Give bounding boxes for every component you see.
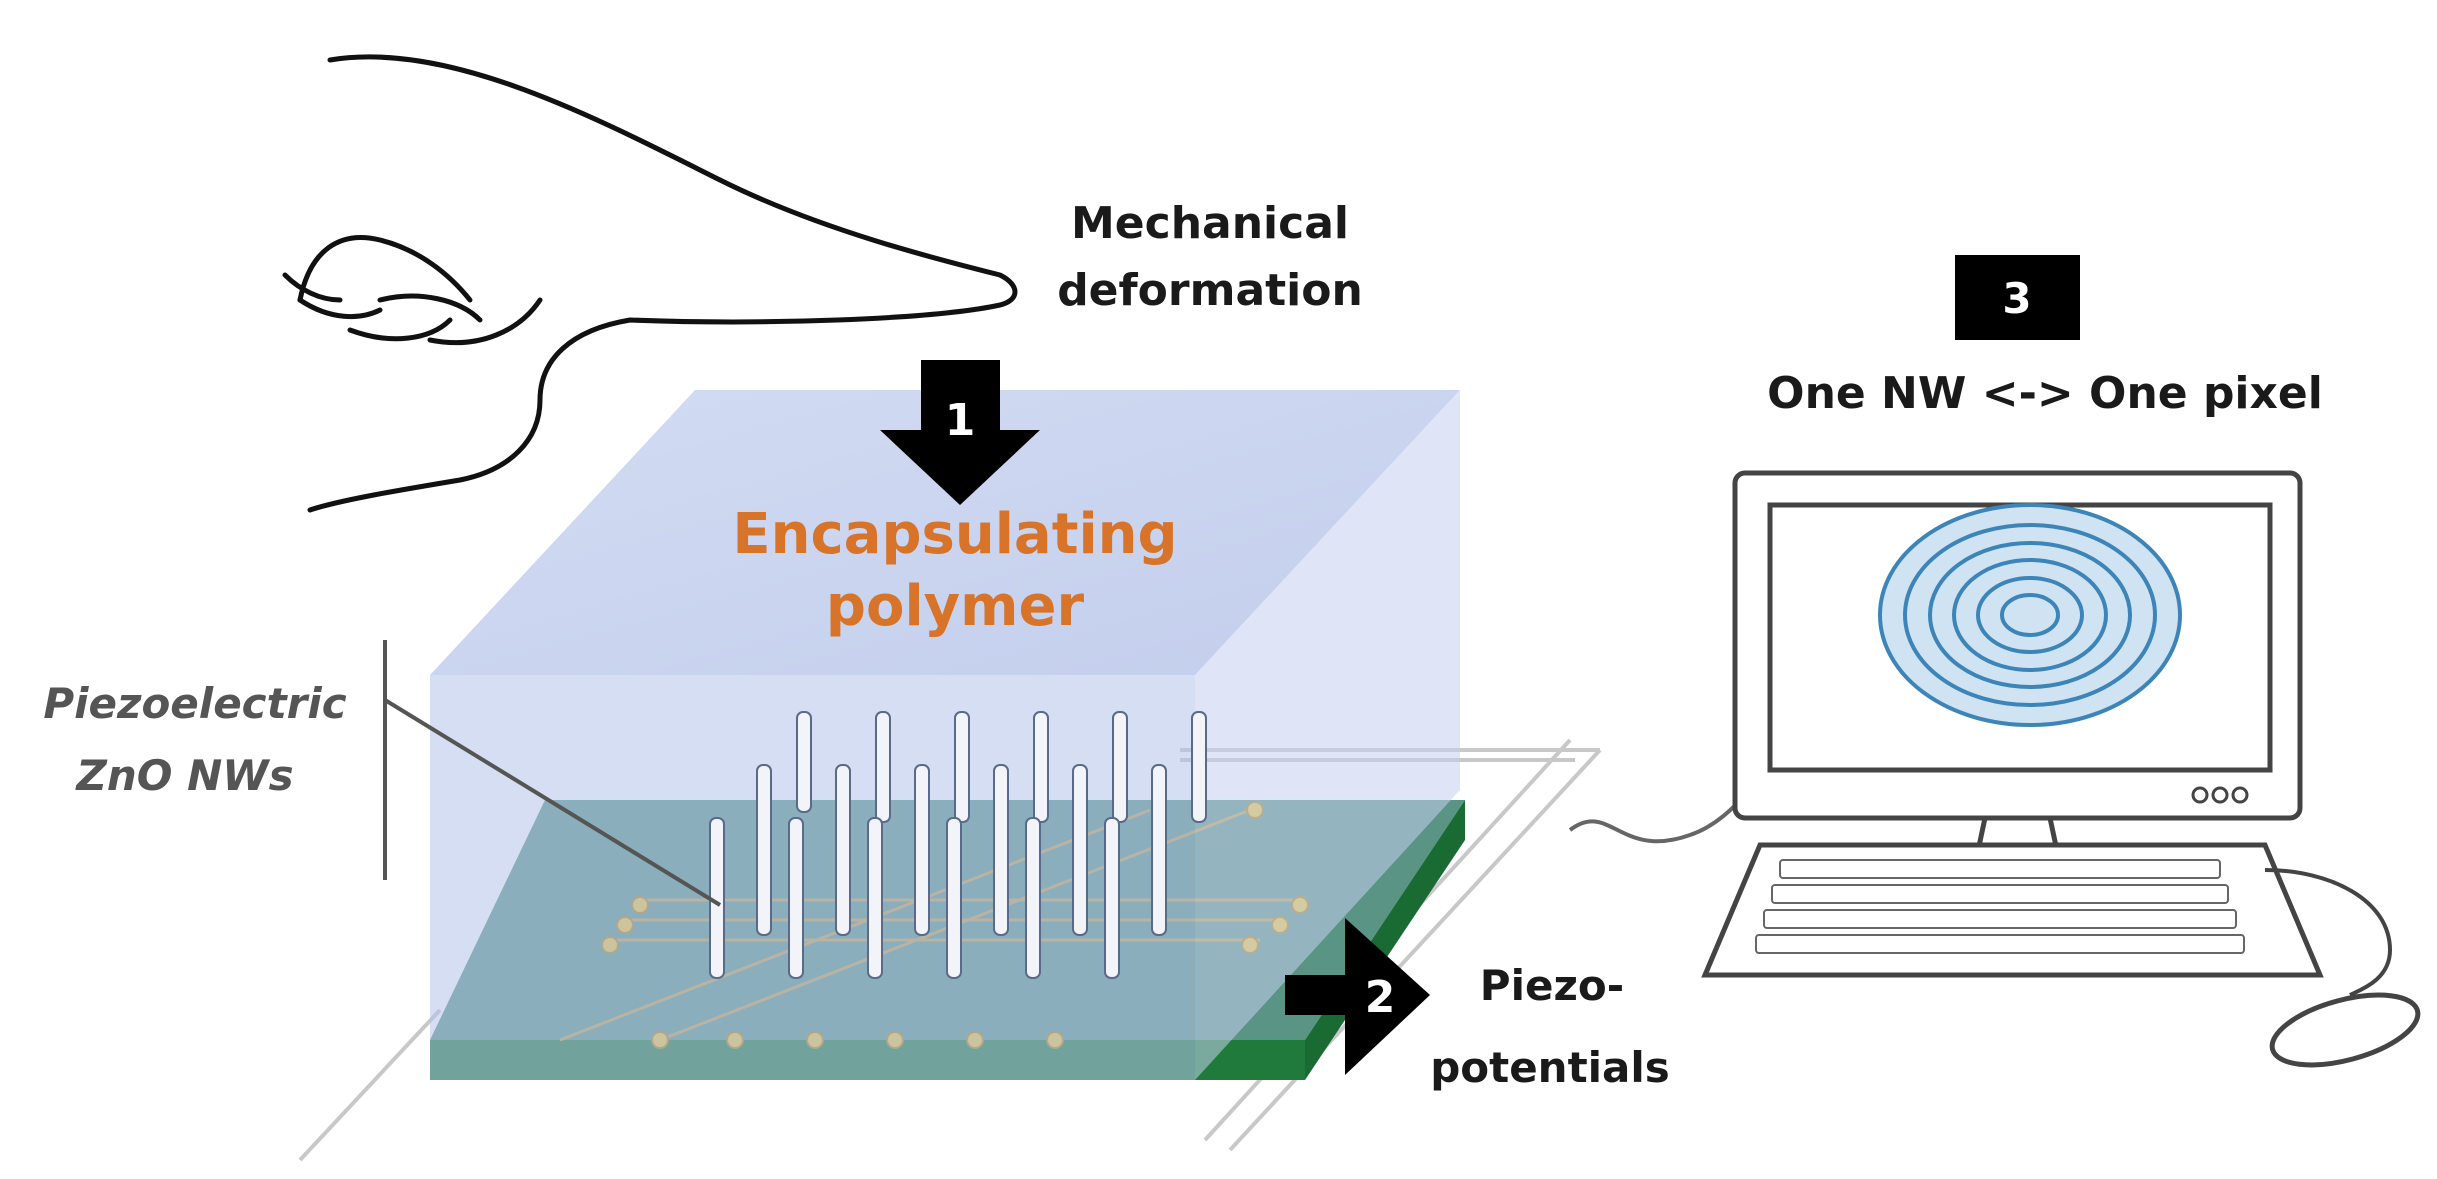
- nanowire: [1072, 764, 1088, 936]
- cable: [1568, 788, 1752, 844]
- down-arrow-icon: [880, 360, 1040, 505]
- nanowire: [1112, 711, 1128, 823]
- step-3-box: [1955, 255, 2080, 340]
- fingerprint-icon: [1878, 503, 2182, 727]
- piezo-label: Piezo-: [1480, 961, 1624, 1010]
- step-2-number: 2: [1365, 972, 1396, 1023]
- mouse-cord: [2264, 868, 2393, 997]
- pixel-label: One NW <-> One pixel: [1767, 368, 2323, 419]
- nanowire: [788, 817, 804, 979]
- nanowire: [1191, 711, 1207, 823]
- potentials-label: potentials: [1430, 1043, 1670, 1092]
- nanowire: [835, 764, 851, 936]
- nanowire: [1025, 817, 1041, 979]
- nanowire: [946, 817, 962, 979]
- mechanical-label: Mechanical: [1071, 198, 1349, 249]
- nanowire-pointer-line: [383, 698, 722, 907]
- monitor-buttons: [2191, 786, 2249, 804]
- finger-icon: [282, 54, 1018, 513]
- nanowire: [1151, 764, 1167, 936]
- step-1-number: 1: [945, 395, 976, 446]
- zno-label: ZnO NWs: [74, 751, 293, 800]
- nanowire: [1033, 711, 1049, 823]
- right-arrow-icon: [1285, 918, 1430, 1075]
- step-3-number: 3: [2002, 274, 2031, 323]
- polymer-block: [430, 390, 1460, 1080]
- mouse-icon: [2269, 992, 2421, 1068]
- nanowires: [709, 711, 1207, 979]
- keyboard-icon: [1701, 842, 2324, 978]
- encapsulating-label: Encapsulating: [732, 502, 1177, 567]
- deformation-label: deformation: [1057, 265, 1363, 316]
- polymer-label: polymer: [826, 574, 1085, 639]
- nanowire: [914, 764, 930, 936]
- nanowire: [756, 764, 772, 936]
- nanowire: [1104, 817, 1120, 979]
- nanowire: [954, 711, 970, 823]
- piezoelectric-label: Piezoelectric: [43, 679, 346, 728]
- nanowire: [875, 711, 891, 823]
- nanowire: [993, 764, 1009, 936]
- nanowire: [796, 711, 812, 813]
- nanowire: [867, 817, 883, 979]
